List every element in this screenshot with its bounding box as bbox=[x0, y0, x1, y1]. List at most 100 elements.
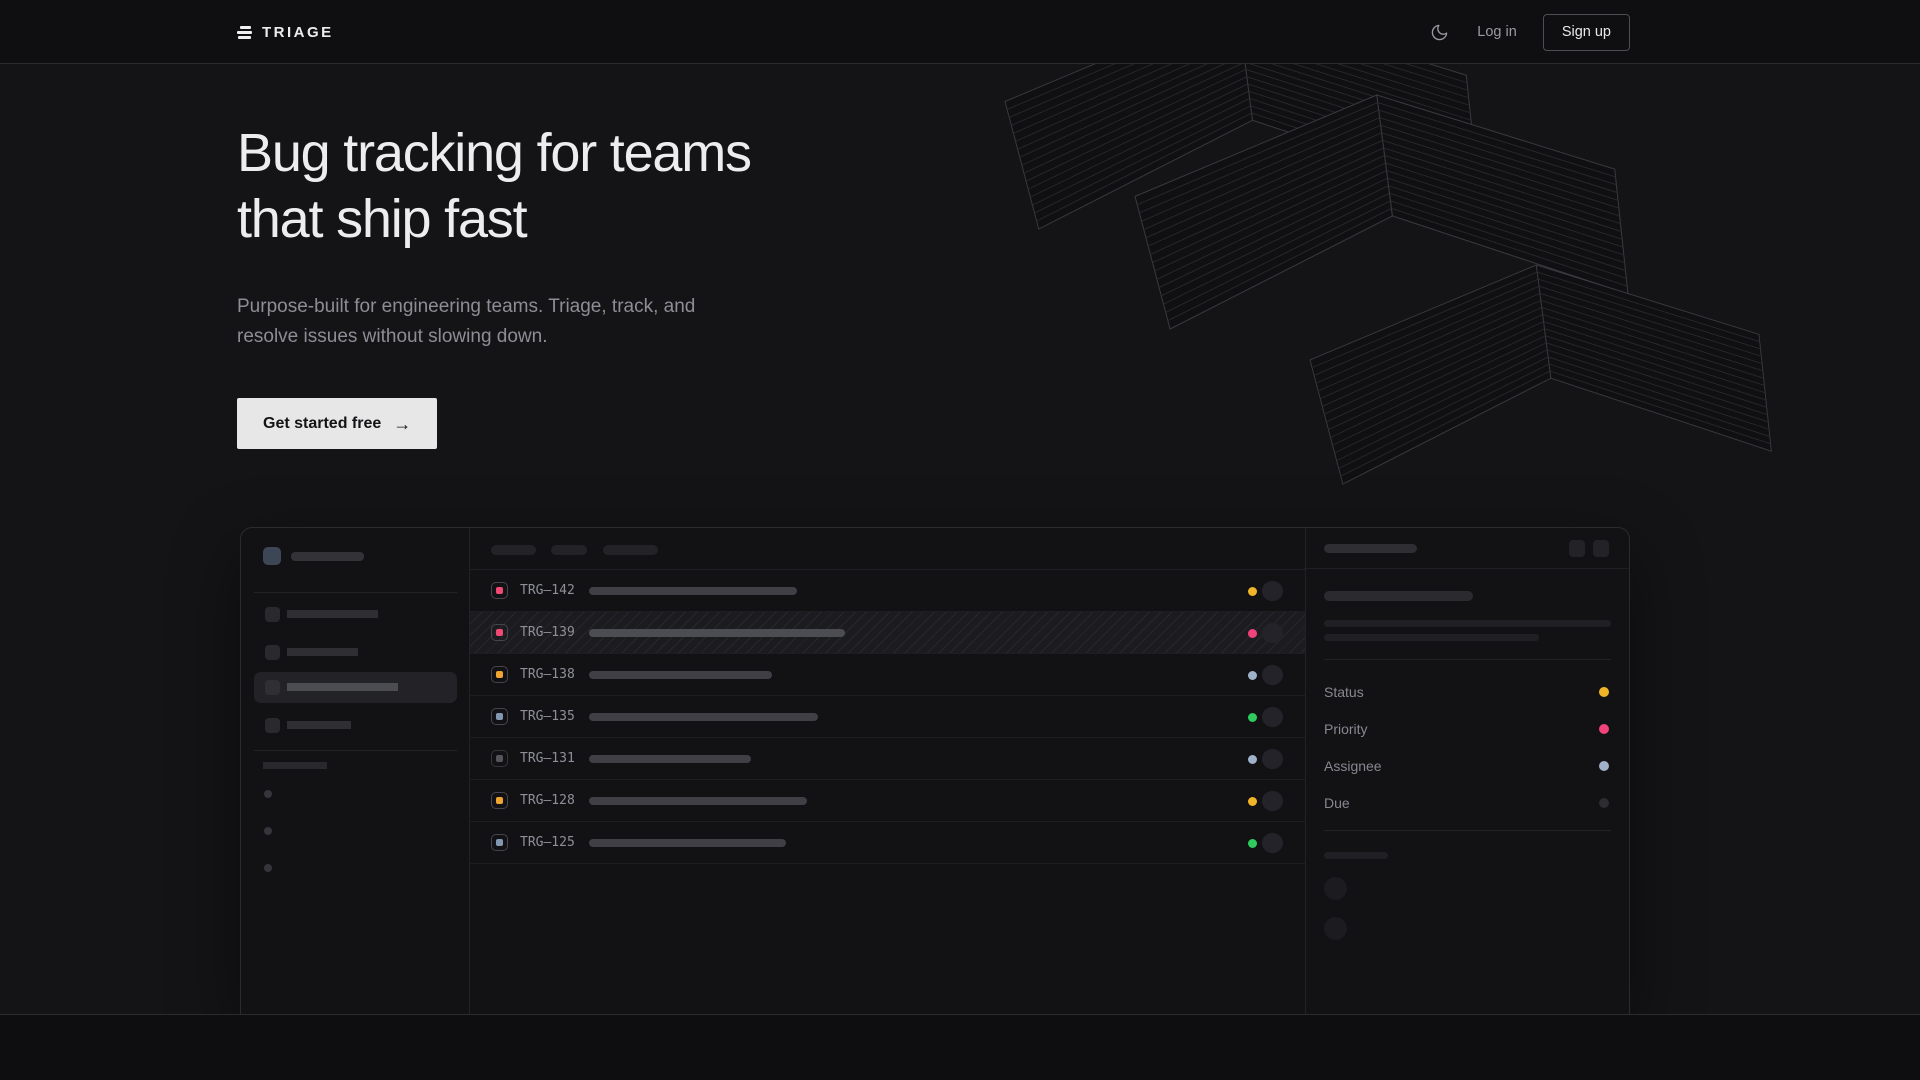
hero-heading: Bug tracking for teams that ship fast bbox=[237, 120, 752, 252]
assignee-avatar bbox=[1262, 791, 1283, 811]
sidebar-item-icon-skeleton bbox=[265, 680, 280, 695]
issue-status-dot bbox=[1248, 670, 1257, 680]
issue-title-skeleton bbox=[589, 587, 797, 595]
issue-status-dot bbox=[1248, 628, 1257, 638]
sidebar-item-skeleton bbox=[287, 648, 358, 656]
filter-pill-skeleton bbox=[603, 545, 658, 555]
issue-status-dot bbox=[1248, 586, 1257, 596]
brand-logo[interactable]: TRIAGE bbox=[237, 0, 334, 64]
detail-field-row: Priority bbox=[1304, 717, 1629, 741]
issue-title-skeleton bbox=[589, 797, 807, 805]
sidebar-list-dot bbox=[264, 790, 272, 798]
sidebar-item-icon-skeleton bbox=[265, 718, 280, 733]
get-started-button[interactable]: Get started free → bbox=[237, 398, 438, 449]
issue-title-skeleton bbox=[589, 671, 772, 679]
detail-field-row: Assignee bbox=[1304, 754, 1629, 778]
issue-list-header bbox=[470, 528, 1305, 570]
issue-row: TRG–142 bbox=[470, 570, 1305, 612]
issue-row: TRG–139 bbox=[470, 612, 1305, 654]
detail-field-row: Status bbox=[1304, 680, 1629, 704]
detail-field-label: Status bbox=[1324, 684, 1364, 700]
sidebar-divider bbox=[254, 592, 457, 593]
mockup-sidebar bbox=[241, 528, 470, 1014]
detail-action-button-skeleton bbox=[1569, 540, 1585, 557]
comment-avatar-skeleton bbox=[1324, 917, 1347, 940]
issue-row: TRG–131 bbox=[470, 738, 1305, 780]
issue-type-icon bbox=[491, 666, 508, 683]
assignee-avatar bbox=[1262, 833, 1283, 853]
issue-type-icon bbox=[491, 750, 508, 767]
sidebar-item-skeleton bbox=[287, 683, 398, 691]
moon-icon bbox=[1431, 24, 1448, 40]
issue-row: TRG–138 bbox=[470, 654, 1305, 696]
issue-detail-panel: Status Priority Assignee Due bbox=[1304, 528, 1629, 1014]
detail-text-skeleton bbox=[1324, 634, 1539, 641]
detail-divider bbox=[1324, 830, 1611, 831]
assignee-avatar bbox=[1262, 749, 1283, 769]
detail-title-skeleton bbox=[1324, 591, 1473, 601]
hero-heading-line1: Bug tracking for teams bbox=[237, 123, 752, 183]
issue-id: TRG–125 bbox=[520, 835, 575, 850]
theme-toggle-button[interactable] bbox=[1427, 20, 1451, 44]
detail-text-skeleton bbox=[1324, 620, 1611, 627]
detail-field-value-dot bbox=[1599, 761, 1609, 771]
detail-field-value-dot bbox=[1599, 798, 1609, 808]
issue-row: TRG–135 bbox=[470, 696, 1305, 738]
issue-status-dot bbox=[1248, 838, 1257, 848]
comment-avatar-skeleton bbox=[1324, 877, 1347, 900]
sidebar-item-skeleton bbox=[287, 721, 351, 729]
detail-field-label: Assignee bbox=[1324, 758, 1382, 774]
hero-subtitle: Purpose-built for engineering teams. Tri… bbox=[237, 296, 696, 347]
issue-type-icon bbox=[491, 834, 508, 851]
issue-title-skeleton bbox=[589, 629, 845, 637]
issue-type-icon bbox=[491, 624, 508, 641]
assignee-avatar bbox=[1262, 581, 1283, 601]
footer bbox=[0, 1015, 1920, 1080]
triage-logo-icon bbox=[237, 25, 252, 39]
sidebar-list-dot bbox=[264, 827, 272, 835]
issue-id: TRG–131 bbox=[520, 751, 575, 766]
section-divider bbox=[0, 1014, 1920, 1015]
sidebar-item-icon-skeleton bbox=[265, 645, 280, 660]
issue-type-icon bbox=[491, 582, 508, 599]
detail-panel-header bbox=[1304, 528, 1629, 569]
issue-status-dot bbox=[1248, 712, 1257, 722]
issue-id: TRG–142 bbox=[520, 583, 575, 598]
app-mockup-card: TRG–142 TRG–139 TRG–138 TRG–135 TRG–131 … bbox=[240, 527, 1630, 1014]
sidebar-item-skeleton bbox=[287, 610, 378, 618]
detail-divider bbox=[1324, 659, 1611, 660]
issue-title-skeleton bbox=[589, 755, 751, 763]
sidebar-item-icon-skeleton bbox=[265, 607, 280, 622]
issue-id: TRG–139 bbox=[520, 625, 575, 640]
detail-header-skeleton bbox=[1324, 544, 1417, 553]
arrow-right-icon: → bbox=[393, 413, 412, 434]
assignee-avatar bbox=[1262, 665, 1283, 685]
issue-row: TRG–125 bbox=[470, 822, 1305, 864]
login-link[interactable]: Log in bbox=[1477, 24, 1517, 40]
issue-row: TRG–128 bbox=[470, 780, 1305, 822]
issue-status-dot bbox=[1248, 796, 1257, 806]
workspace-avatar-skeleton bbox=[263, 547, 281, 565]
detail-field-value-dot bbox=[1599, 687, 1609, 697]
filter-pill-skeleton bbox=[551, 545, 587, 555]
hero-heading-line2: that ship fast bbox=[237, 189, 528, 249]
signup-button[interactable]: Sign up bbox=[1542, 13, 1630, 51]
issue-id: TRG–138 bbox=[520, 667, 575, 682]
issue-type-icon bbox=[491, 792, 508, 809]
workspace-name-skeleton bbox=[291, 552, 364, 561]
assignee-avatar bbox=[1262, 623, 1283, 643]
issue-title-skeleton bbox=[589, 713, 818, 721]
sidebar-list-dot bbox=[264, 864, 272, 872]
sidebar-section-label-skeleton bbox=[263, 762, 327, 769]
nav-actions: Log in Sign up bbox=[1427, 0, 1630, 64]
detail-section-label-skeleton bbox=[1324, 852, 1388, 859]
issue-list-rows: TRG–142 TRG–139 TRG–138 TRG–135 TRG–131 … bbox=[470, 570, 1305, 864]
detail-field-label: Priority bbox=[1324, 721, 1368, 737]
filter-pill-skeleton bbox=[491, 545, 536, 555]
issue-type-icon bbox=[491, 708, 508, 725]
issue-list-panel: TRG–142 TRG–139 TRG–138 TRG–135 TRG–131 … bbox=[470, 528, 1306, 1014]
brand-name: TRIAGE bbox=[262, 23, 334, 41]
sidebar-divider bbox=[254, 750, 457, 751]
assignee-avatar bbox=[1262, 707, 1283, 727]
